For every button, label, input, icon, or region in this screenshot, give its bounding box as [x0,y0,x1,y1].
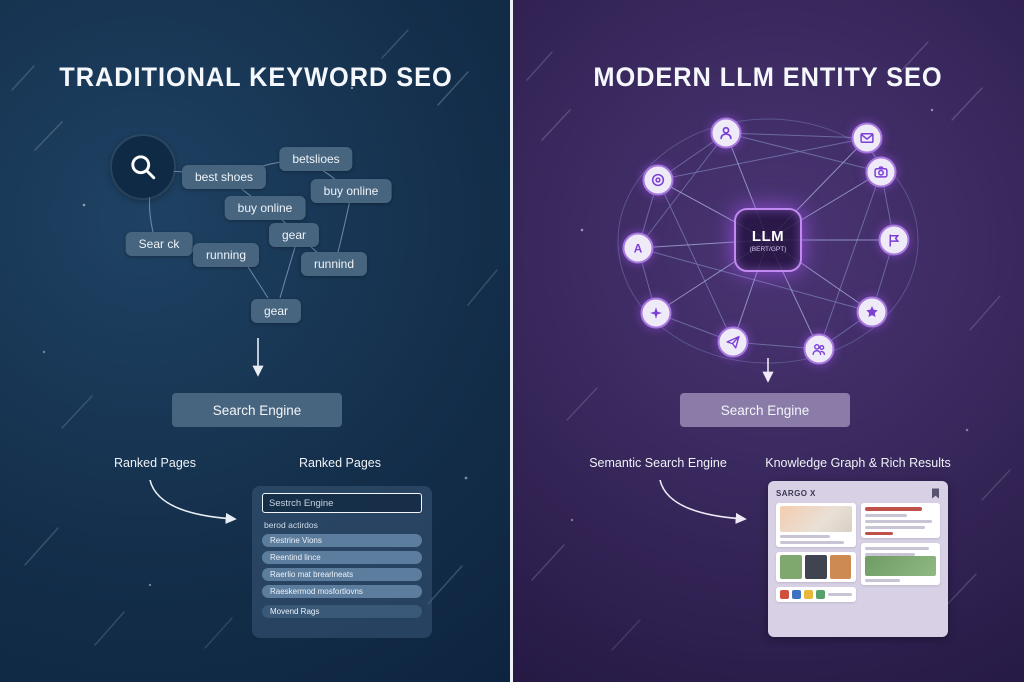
paper-plane-icon [726,335,740,349]
keyword-chip-gear-1: gear [268,223,320,247]
entity-node-star [856,296,888,328]
result-card[interactable] [860,503,940,538]
result-card[interactable] [776,587,856,602]
result-card[interactable] [776,503,856,547]
panel-header-text: SARGO X [776,488,816,498]
search-engine-button-right[interactable]: Search Engine [680,393,850,427]
keyword-chip-gear-2: gear [250,299,302,323]
entity-node-flag [878,224,910,256]
keyword-chip-betslioes: betslioes [279,147,353,171]
panel-card-grid [776,503,940,602]
camera-icon [874,166,888,178]
keyword-chip-search: Sear ck [125,232,193,256]
thumbnail-image [780,506,852,532]
bookmark-icon[interactable] [931,488,940,499]
result-item[interactable]: Raerlio mat brearlneats [262,568,422,581]
thumbnail-image [780,555,802,579]
text-skeleton-line [864,520,933,523]
entity-node-sparkle [640,297,672,329]
search-input[interactable]: Sestrch Engine [262,493,422,513]
target-icon [651,173,665,187]
users-icon [812,344,826,356]
red-title-line [864,507,922,511]
keyword-chip-buy-online-2: buy online [224,196,306,220]
text-skeleton-line [864,579,901,582]
entity-node-send [717,326,749,358]
search-input-value: Sestrch Engine [269,497,334,509]
entity-node-email [851,122,883,154]
thumbnail-image [829,555,852,579]
llm-entity-seo-panel: MODERN LLM ENTITY SEO LLM (BERT/GPT) [512,0,1024,682]
text-skeleton-line [780,541,845,544]
knowledge-panel-mockup: SARGO X [768,481,948,637]
text-skeleton-line [780,535,831,538]
panel-right-column [860,503,940,602]
thumbnail-image [804,555,827,579]
llm-node-title: LLM [751,227,785,245]
text-skeleton-line [864,553,915,556]
text-skeleton-line [864,514,908,517]
result-card[interactable] [776,552,856,582]
star-icon [866,306,878,318]
logo-tile [780,590,789,599]
entity-node-users [803,333,835,365]
ranked-pages-label-right: Ranked Pages [298,456,382,470]
envelope-icon [860,132,874,144]
entity-node-letter-a: A [622,232,654,264]
result-item[interactable]: Restrine Vions [262,534,422,547]
llm-node: LLM (BERT/GPT) [734,208,802,272]
panel-divider [510,0,513,682]
logo-row [780,590,852,599]
logo-tile [792,590,801,599]
text-skeleton-line [864,547,929,550]
keyword-chip-buy-online-1: buy online [310,179,392,203]
flag-icon [889,234,900,247]
left-title: TRADITIONAL KEYWORD SEO [59,62,453,92]
letter-a-icon: A [634,242,643,255]
text-skeleton-line [828,593,852,596]
entity-node-target [642,164,674,196]
sparkle-icon [650,307,662,319]
logo-tile [816,590,825,599]
search-icon [131,155,156,180]
entity-node-person [710,117,742,149]
red-text-line [864,532,894,535]
search-engine-button-left[interactable]: Search Engine [172,393,342,427]
thumbnail-image [864,556,936,576]
llm-node-subtitle: (BERT/GPT) [749,245,787,253]
result-item[interactable]: Movend Rags [262,605,422,618]
result-item-text: berod actirdos [264,520,318,530]
search-results-mockup: Sestrch Engine berod actirdos Restrine V… [252,486,432,638]
magnifier-badge [112,136,174,198]
keyword-chip-running: running [192,243,260,267]
result-item[interactable]: Raeskermod mosfortlovns [262,585,422,598]
text-skeleton-line [864,526,926,529]
keyword-chip-best-shoes: best shoes [181,165,267,189]
entity-node-image [865,156,897,188]
traditional-seo-panel: TRADITIONAL KEYWORD SEO best shoes betsl… [0,0,512,682]
panel-header: SARGO X [776,487,940,499]
result-item[interactable]: Reentind lince [262,551,422,564]
logo-tile [804,590,813,599]
result-card[interactable] [860,543,940,585]
right-title: MODERN LLM ENTITY SEO [593,62,943,92]
panel-left-column [776,503,856,602]
person-icon [720,126,732,140]
thumbnail-row [780,555,852,579]
svg-text:A: A [634,242,643,255]
semantic-search-label: Semantic Search Engine [589,456,727,470]
knowledge-graph-label: Knowledge Graph & Rich Results [765,456,951,470]
ranked-pages-label-left: Ranked Pages [113,456,197,470]
keyword-chip-runnind: runnind [300,252,368,276]
